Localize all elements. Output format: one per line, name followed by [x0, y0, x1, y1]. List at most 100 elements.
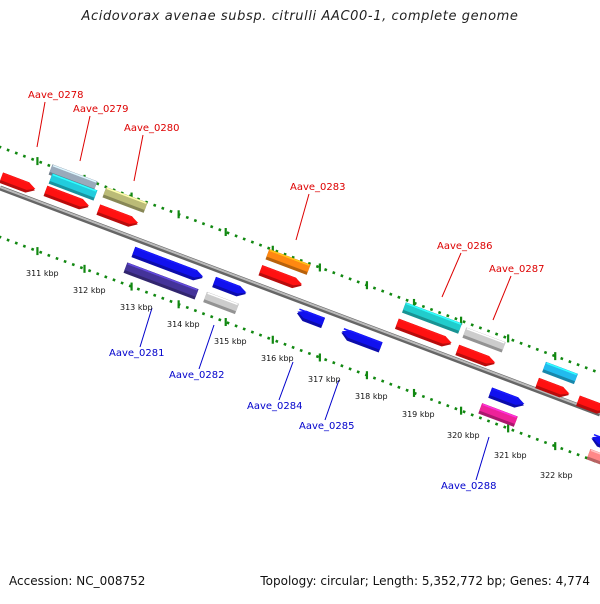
gene-label-aave-0280[interactable]: Aave_0280 [124, 123, 180, 134]
upper-dotted-tick [421, 304, 426, 309]
lower-dotted-tick [22, 244, 27, 248]
gene-label-aave-0287[interactable]: Aave_0287 [489, 264, 545, 275]
gene-label-aave-0283[interactable]: Aave_0283 [290, 182, 346, 193]
gene-aave-0288-box-face [479, 403, 518, 424]
gene-label-aave-0284[interactable]: Aave_0284 [247, 401, 303, 412]
lower-dotted-tick [193, 308, 198, 313]
gene-aave-0287-arrow-highlight [459, 345, 489, 358]
lower-dotted-tick [560, 446, 564, 451]
lower-dotted-tick [568, 450, 572, 454]
gene-label-aave-0286[interactable]: Aave_0286 [437, 241, 493, 252]
upper-dotted-tick [226, 231, 230, 235]
gene-aave-0284-arrow [296, 308, 326, 329]
gene-aave-0287-arrow-face [456, 344, 496, 364]
upper-dotted-tick [429, 307, 434, 312]
upper-dotted-tick [405, 298, 409, 302]
scale-label-314: 314 kbp [167, 320, 200, 329]
reverse-gene-labels: Aave_0281 Aave_0282 Aave_0284 Aave_0285 … [109, 348, 497, 492]
gene-aave-0286-arrow-face [395, 318, 452, 344]
lower-dotted-tick [210, 315, 214, 319]
lower-dotted-tick [96, 272, 100, 276]
scale-label-315: 315 kbp [214, 337, 247, 346]
gene-aave-0282-arrow [212, 276, 247, 297]
upper-dotted-tick [258, 243, 263, 247]
gene-aave-0284-arrow-highlight [299, 308, 325, 320]
upper-dotted-tick [242, 237, 246, 241]
upper-dotted-tick [324, 268, 328, 272]
gene-aave-0286-box-highlight [406, 302, 461, 325]
scale-label-317: 317 kbp [308, 375, 341, 384]
upper-dotted-tick [348, 277, 352, 281]
gene-aave-0281-box [123, 262, 199, 300]
upper-dotted-tick [356, 280, 360, 284]
gene-aave-0282-box-highlight [207, 292, 238, 306]
leader-aave-0285 [324, 379, 340, 421]
lower-dotted-tick [511, 428, 515, 432]
leader-aave-0286 [441, 252, 462, 298]
lower-dotted-tick [104, 275, 108, 279]
tick-marks [0, 145, 596, 463]
gene-aave-0291-box-face [587, 449, 600, 463]
gene-aave-0281-box-face [124, 262, 199, 297]
upper-dotted-tick [519, 341, 523, 345]
lower-dotted-tick [535, 437, 539, 442]
upper-dotted-tick [332, 271, 336, 275]
map-title: Acidovorax avenae subsp. citrulli AAC00-… [81, 9, 519, 24]
upper-dotted-tick [185, 215, 189, 220]
lower-dotted-tick [315, 354, 320, 359]
lower-dotted-tick [112, 278, 116, 282]
lower-dotted-tick [527, 434, 531, 438]
leader-aave-0287 [492, 275, 512, 321]
upper-dotted-tick [494, 332, 499, 336]
gene-aave-0277-arrow-highlight [3, 173, 29, 184]
lower-dotted-tick [47, 253, 51, 258]
upper-dotted-tick [210, 225, 214, 229]
gene-label-aave-0285[interactable]: Aave_0285 [299, 421, 355, 432]
gene-label-aave-0278[interactable]: Aave_0278 [28, 90, 84, 101]
lower-dotted-tick [144, 290, 149, 294]
gene-aave-0283-box-face [266, 249, 311, 273]
leader-aave-0283 [295, 193, 310, 241]
gene-aave-0280-arrow-face [97, 204, 139, 224]
lower-dotted-tick [340, 364, 344, 368]
upper-dotted-tick [584, 366, 588, 370]
leader-aave-0279 [79, 115, 91, 162]
gene-aave-0282-arrow-highlight [216, 277, 240, 288]
lower-dotted-tick [169, 299, 173, 304]
lower-dotted-tick [6, 238, 10, 242]
upper-dotted-tick [6, 148, 10, 152]
label-leaders [36, 101, 512, 481]
lower-dotted-tick [381, 379, 385, 383]
gene-label-aave-0288[interactable]: Aave_0288 [441, 481, 497, 492]
upper-dotted-tick [161, 206, 165, 210]
scale-label-316: 316 kbp [261, 354, 294, 363]
lower-dotted-tick [226, 321, 230, 325]
lower-dotted-tick [153, 293, 157, 297]
lower-dotted-tick [185, 305, 189, 310]
gene-aave-0289-arrow-highlight [539, 378, 563, 389]
gene-aave-0278-box [48, 164, 98, 192]
gene-aave-0277-arrow-face [0, 172, 36, 190]
gene-label-aave-0282[interactable]: Aave_0282 [169, 370, 225, 381]
lower-dotted-tick [299, 348, 303, 353]
upper-dotted-tick [315, 264, 320, 269]
gene-aave-0291-arrow [591, 433, 600, 449]
gene-label-aave-0279[interactable]: Aave_0279 [73, 104, 129, 115]
backbone [0, 185, 600, 417]
lower-dotted-tick [250, 330, 255, 334]
lower-dotted-tick [39, 250, 43, 254]
gene-aave-0285-arrow-highlight [343, 328, 382, 344]
upper-dotted-tick [568, 360, 572, 364]
gene-aave-0285-arrow-face [341, 330, 383, 350]
upper-dotted-tick [535, 347, 539, 352]
gene-aave-0283-arrow-face [259, 265, 303, 286]
scale-label-321: 321 kbp [494, 451, 527, 460]
gene-label-aave-0281[interactable]: Aave_0281 [109, 348, 165, 359]
upper-dotted-tick [14, 151, 18, 155]
lower-dotted-tick [348, 367, 352, 371]
lower-dotted-tick [356, 370, 360, 374]
upper-dotted-tick [47, 163, 51, 168]
lower-dotted-tick [332, 361, 336, 365]
